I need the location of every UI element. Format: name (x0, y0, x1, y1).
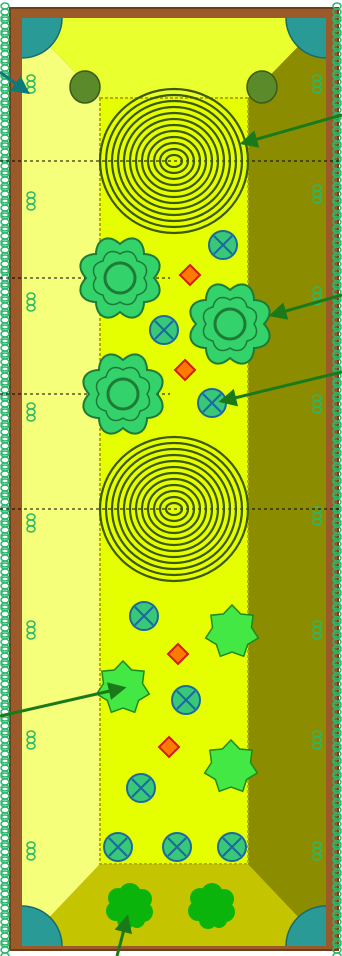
crossed-circle-icon (104, 833, 132, 861)
crossed-circle-icon (127, 774, 155, 802)
oval-marker-icon (247, 71, 277, 103)
crossed-circle-icon (209, 231, 237, 259)
crossed-circle-icon (198, 389, 226, 417)
crossed-circle-icon (163, 833, 191, 861)
panel-left (22, 18, 100, 946)
crossed-circle-icon (150, 316, 178, 344)
panel-right (248, 18, 326, 946)
oval-marker-icon (70, 71, 100, 103)
crossed-circle-icon (130, 602, 158, 630)
crossed-circle-icon (172, 686, 200, 714)
crossed-circle-icon (218, 833, 246, 861)
